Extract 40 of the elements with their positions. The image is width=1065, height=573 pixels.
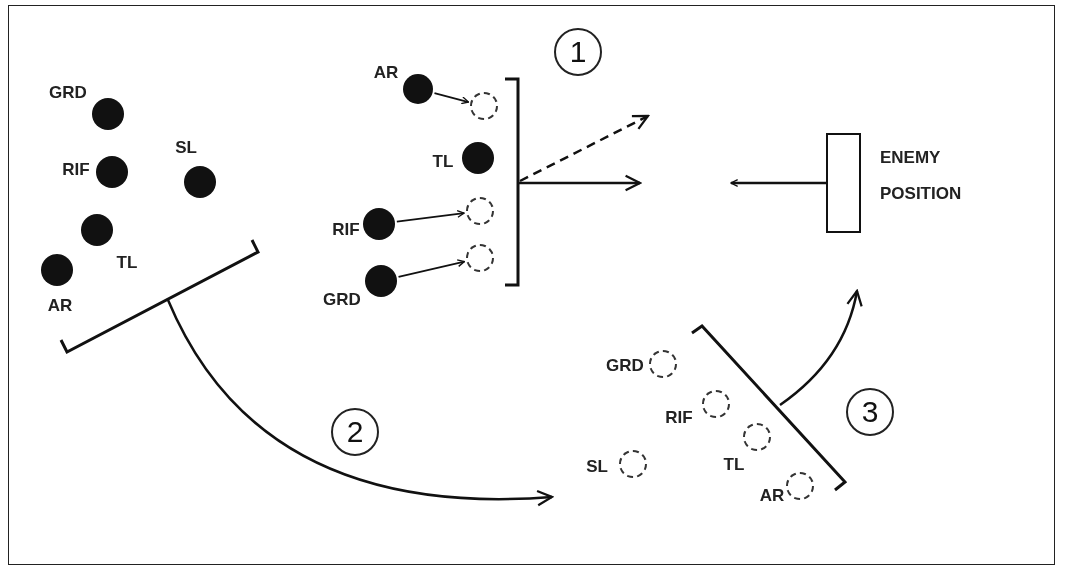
- position-label: TL: [116, 253, 138, 273]
- soldier-marker: [92, 98, 124, 130]
- position-label: SL: [586, 457, 608, 477]
- position-label: SL: [175, 138, 197, 158]
- arrow: [730, 179, 826, 187]
- position-label: GRD: [49, 83, 87, 103]
- position-label: RIF: [332, 220, 360, 240]
- position-label: RIF: [665, 408, 693, 428]
- position-label: GRD: [606, 356, 644, 376]
- soldier-marker: [403, 74, 433, 104]
- position-label: TL: [723, 455, 745, 475]
- soldier-marker: [96, 156, 128, 188]
- new-position-marker: [466, 197, 494, 225]
- new-position-marker: [743, 423, 771, 451]
- position-label: AR: [759, 486, 785, 506]
- soldier-marker: [363, 208, 395, 240]
- enemy-position-box: [826, 133, 861, 233]
- soldier-marker: [41, 254, 73, 286]
- soldier-marker: [365, 265, 397, 297]
- arrow: [397, 259, 466, 278]
- new-position-marker: [786, 472, 814, 500]
- position-label: TL: [432, 152, 454, 172]
- soldier-marker: [81, 214, 113, 246]
- step-number: 2: [331, 408, 379, 456]
- position-label: AR: [47, 296, 73, 316]
- position-label: RIF: [62, 160, 90, 180]
- soldier-marker: [184, 166, 216, 198]
- new-position-marker: [466, 244, 494, 272]
- position-label: GRD: [323, 290, 361, 310]
- soldier-marker: [462, 142, 494, 174]
- new-position-marker: [470, 92, 498, 120]
- arrow: [395, 209, 466, 223]
- map-label: ENEMY POSITION: [880, 147, 963, 205]
- arrow: [433, 92, 470, 105]
- new-position-marker: [619, 450, 647, 478]
- step-number: 1: [554, 28, 602, 76]
- step-number: 3: [846, 388, 894, 436]
- position-label: AR: [373, 63, 399, 83]
- new-position-marker: [702, 390, 730, 418]
- new-position-marker: [649, 350, 677, 378]
